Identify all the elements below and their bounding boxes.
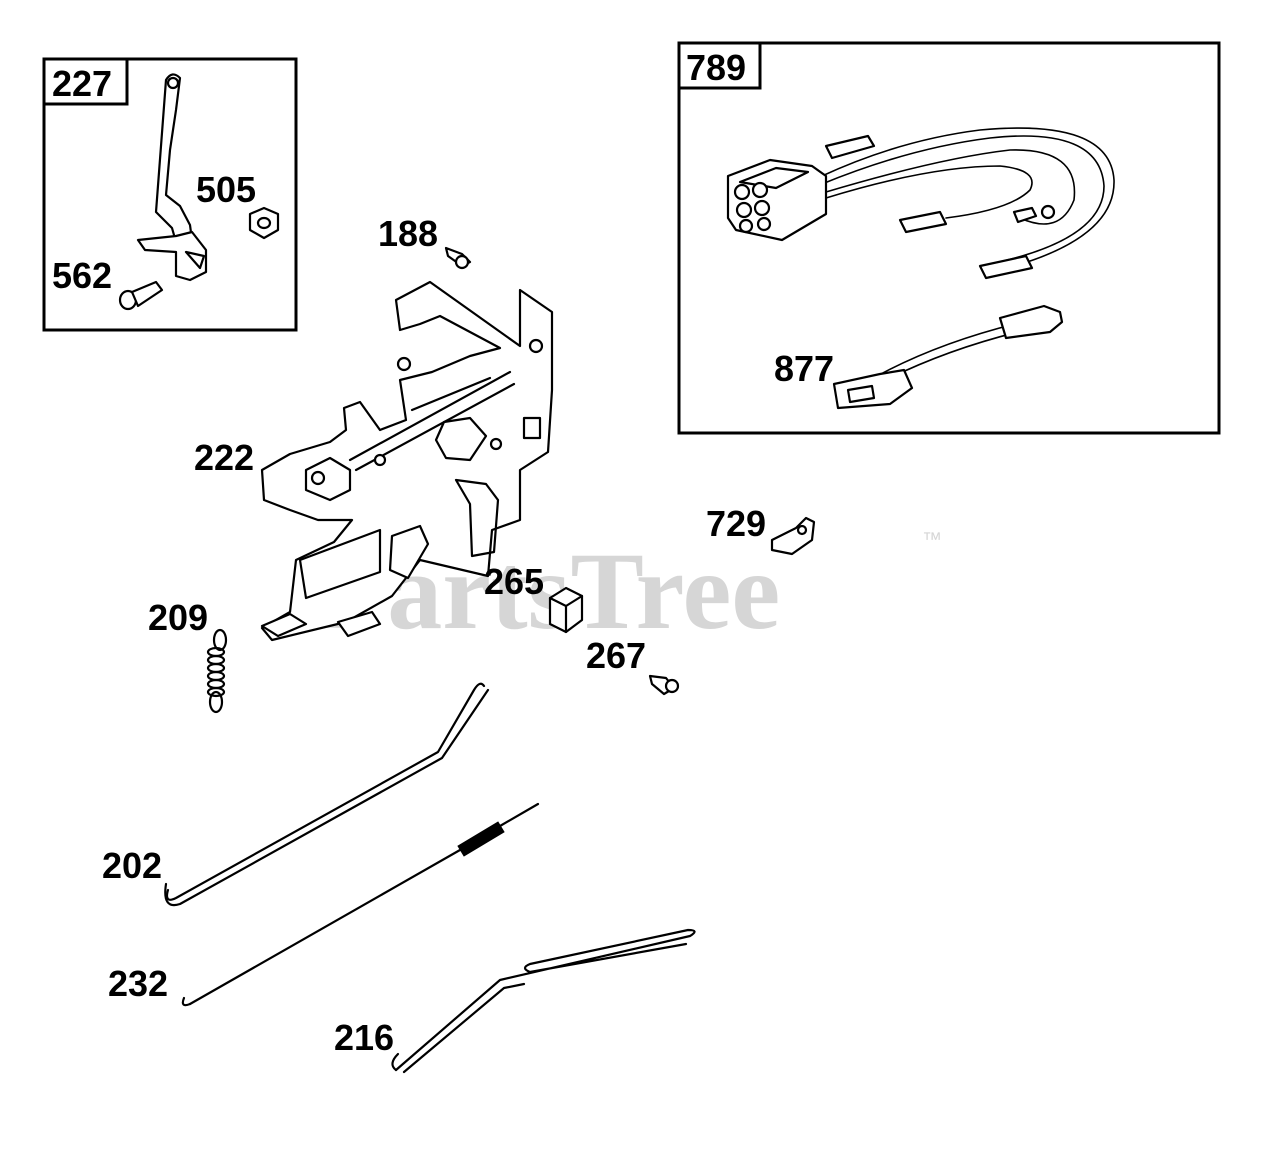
watermark-trademark: ™ (922, 529, 942, 551)
throttle-lever-part[interactable] (136, 73, 208, 282)
callout-222: 222 (194, 437, 254, 478)
callout-265: 265 (484, 561, 544, 602)
callout-877: 877 (774, 348, 834, 389)
kit-box-227[interactable]: 227 (42, 57, 298, 332)
wire-harness-part[interactable] (726, 127, 1115, 410)
screw-562-part[interactable] (118, 280, 164, 311)
callout-789: 789 (686, 47, 746, 88)
rod-216-part[interactable] (391, 928, 696, 1074)
kit-box-789[interactable]: 789 (677, 41, 1221, 435)
callout-209: 209 (148, 597, 208, 638)
clip-729-part[interactable] (770, 516, 816, 556)
callout-729: 729 (706, 503, 766, 544)
governor-link-232-part[interactable] (181, 802, 540, 1007)
screw-267-part[interactable] (648, 674, 680, 696)
callout-232: 232 (108, 963, 168, 1004)
callout-267: 267 (586, 635, 646, 676)
control-bracket-222-part[interactable] (260, 280, 554, 642)
callout-216: 216 (334, 1017, 394, 1058)
rod-202-part[interactable] (164, 682, 490, 907)
callout-202: 202 (102, 845, 162, 886)
block-265-part[interactable] (548, 586, 584, 634)
callout-227: 227 (52, 63, 112, 104)
callout-188: 188 (378, 213, 438, 254)
spring-209-part[interactable] (206, 628, 228, 714)
callout-505: 505 (196, 169, 256, 210)
screw-188-part[interactable] (444, 246, 472, 270)
nut-505-part[interactable] (248, 206, 280, 240)
callout-562: 562 (52, 255, 112, 296)
